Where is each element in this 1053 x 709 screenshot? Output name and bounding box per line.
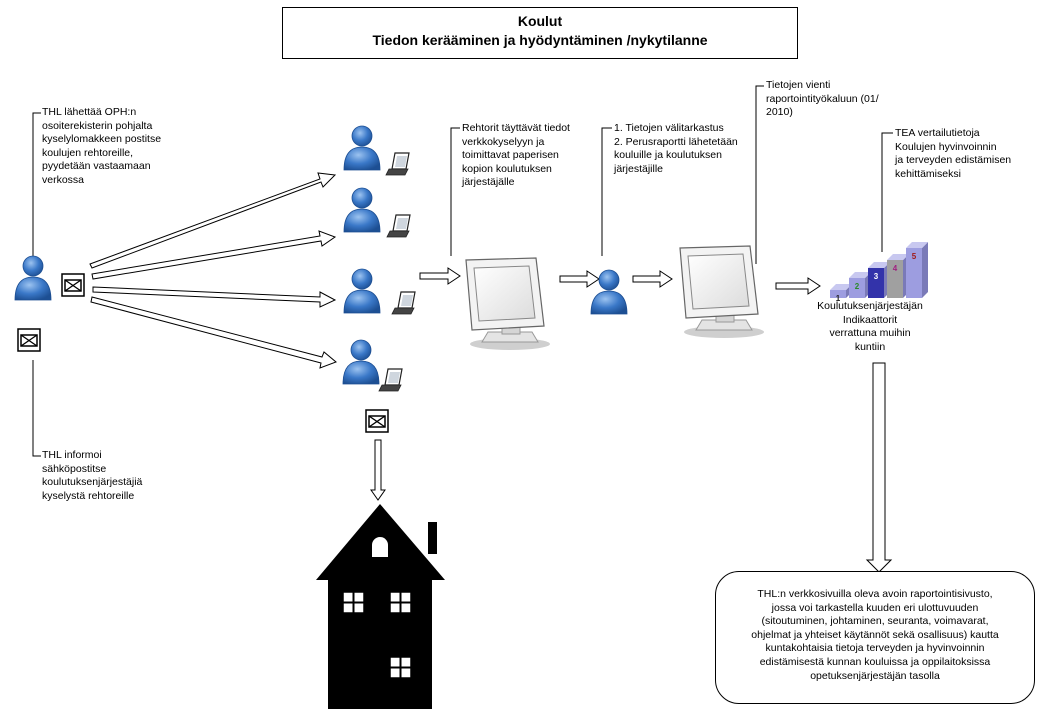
- arrow-to-check-person: [559, 270, 600, 288]
- callout-line-thl-sends: [32, 112, 41, 263]
- arrow-to-house: [370, 439, 386, 501]
- note-line: verkossa: [42, 173, 85, 186]
- note-line: kouluille ja koulutuksen: [614, 149, 722, 161]
- callout-line-check: [601, 127, 612, 256]
- person-icon: [342, 339, 380, 385]
- result-line: edistämisestä kunnan kouluissa ja oppila…: [759, 655, 991, 668]
- note-line: kehittämiseksi: [895, 167, 961, 180]
- note-line: pyydetään vastaamaan: [42, 160, 151, 172]
- callout-line-principals: [450, 127, 460, 256]
- note-line: osoiterekisterin pohjalta: [42, 119, 153, 132]
- person-icon: [590, 269, 628, 315]
- note-line: kyselylomakkeen postitse: [42, 133, 162, 145]
- note-thl-sends: THL lähettää OPH:n osoiterekisterin pohj…: [42, 106, 161, 187]
- diagram-title: Koulut Tiedon kerääminen ja hyödyntämine…: [282, 7, 798, 59]
- result-line: jossa voi tarkastella kuuden eri ulottuv…: [771, 601, 979, 614]
- bar-label: 2: [855, 282, 860, 291]
- note-export: Tietojen vienti raportointityökaluun (01…: [766, 79, 879, 120]
- result-line: (sitoutuminen, johtaminen, seuranta, voi…: [761, 615, 989, 628]
- callout-line-export: [755, 85, 764, 264]
- note-line: Koulujen hyvinvoinnin: [895, 140, 997, 153]
- result-line: ohjelmat ja yhteiset käytännöt sekä osal…: [751, 628, 999, 641]
- arrow-to-result-box: [865, 362, 893, 573]
- flow-arrows: [419, 267, 821, 295]
- arrow-to-principal-1: [89, 172, 337, 269]
- fan-arrows: [89, 172, 337, 369]
- envelope-icon: [365, 409, 389, 433]
- note-indicators: Koulutuksenjärjestäjän Indikaattorit ver…: [800, 300, 940, 354]
- bar-label: 1: [836, 294, 841, 303]
- person-icon: [14, 255, 52, 301]
- note-line: ja terveyden edistämisen: [895, 154, 1012, 166]
- down-arrows: [370, 362, 893, 573]
- note-line: 2. Perusraportti lähetetään: [614, 135, 738, 148]
- callout-lines: [32, 85, 893, 457]
- person-icon: [343, 268, 381, 314]
- result-line: THL:n verkkosivuilla oleva avoin raporto…: [757, 588, 993, 600]
- note-line: verkkokyselyyn ja: [462, 135, 545, 148]
- callout-line-tea: [881, 132, 893, 252]
- laptop-icon: [378, 368, 403, 392]
- callout-line-thl-informs: [32, 360, 41, 457]
- note-line: järjestäjille: [614, 162, 664, 175]
- arrow-to-monitor-1: [419, 267, 461, 285]
- title-line-1: Koulut: [517, 13, 563, 29]
- note-line: koulutuksenjärjestäjiä: [42, 476, 143, 488]
- note-thl-informs: THL informoi sähköpostitse koulutuksenjä…: [42, 449, 142, 503]
- envelope-icon: [61, 273, 85, 297]
- title-line-2: Tiedon kerääminen ja hyödyntäminen /nyky…: [372, 32, 708, 48]
- bar-label: 4: [893, 264, 898, 273]
- note-line: Indikaattorit: [842, 313, 898, 326]
- arrow-to-chart: [775, 277, 821, 295]
- note-line: THL informoi: [42, 449, 102, 461]
- laptop-icon: [385, 152, 410, 176]
- monitor-icon: [679, 245, 765, 339]
- note-line: sähköpostitse: [42, 462, 107, 475]
- note-tea: TEA vertailutietoja Koulujen hyvinvoinni…: [895, 127, 1011, 181]
- note-line: kyselystä rehtoreille: [42, 489, 135, 502]
- monitor-icon: [465, 257, 551, 351]
- bar-chart-icon: 1 2 3 4 5: [830, 242, 928, 303]
- note-check: 1. Tietojen välitarkastus 2. Perusraport…: [614, 122, 738, 176]
- house-icon: [316, 504, 445, 709]
- bar-4: 4: [887, 254, 909, 298]
- result-line: opetuksenjärjestäjän tasolla: [810, 669, 940, 682]
- bar-label: 5: [912, 252, 917, 261]
- arrow-to-principal-4: [90, 296, 337, 369]
- note-line: Tietojen vienti: [766, 79, 831, 91]
- note-line: koulujen rehtoreille,: [42, 146, 134, 159]
- result-box: THL:n verkkosivuilla oleva avoin raporto…: [715, 571, 1035, 704]
- note-line: Koulutuksenjärjestäjän: [817, 300, 923, 312]
- note-line: kuntiin: [854, 340, 886, 353]
- bar-3: 3: [868, 262, 890, 298]
- result-line: kuntakohtaisia tietoja terveyden ja hyvi…: [765, 642, 985, 655]
- arrow-to-principal-3: [92, 286, 337, 308]
- note-line: THL lähettää OPH:n: [42, 106, 137, 118]
- arrow-to-monitor-2: [632, 270, 673, 288]
- person-icon: [343, 187, 381, 233]
- note-line: Rehtorit täyttävät tiedot: [462, 122, 570, 134]
- bar-2: 2: [849, 272, 871, 298]
- note-line: TEA vertailutietoja: [895, 127, 980, 139]
- note-line: raportointityökaluun (01/: [766, 92, 879, 105]
- note-line: 2010): [766, 106, 793, 118]
- laptop-icon: [391, 291, 416, 315]
- envelope-icon: [17, 328, 41, 352]
- note-line: järjestäjälle: [462, 176, 515, 188]
- bar-5: 5: [906, 242, 928, 298]
- person-icon: [343, 125, 381, 171]
- laptop-icon: [386, 214, 411, 238]
- bar-label: 3: [874, 272, 879, 281]
- note-line: 1. Tietojen välitarkastus: [614, 122, 724, 134]
- note-line: toimittavat paperisen: [462, 149, 559, 161]
- arrow-to-principal-2: [91, 230, 337, 280]
- note-line: kopion koulutuksen: [462, 162, 552, 175]
- note-principals: Rehtorit täyttävät tiedot verkkokyselyyn…: [462, 122, 570, 190]
- note-line: verrattuna muihin: [829, 327, 911, 339]
